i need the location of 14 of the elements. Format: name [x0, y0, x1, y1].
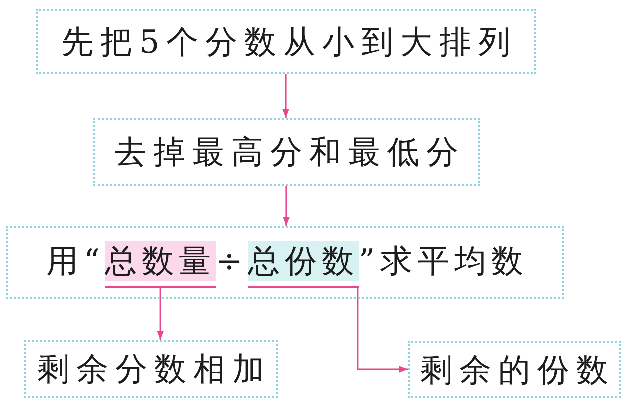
step-box: [6, 226, 564, 299]
step-box: 去掉最高分和最低分: [93, 118, 480, 186]
arrow: [283, 186, 290, 226]
highlighted-term: 总份数: [248, 241, 359, 288]
step-text: 用“: [46, 241, 106, 281]
step-box: 剩余分数相加: [24, 340, 278, 398]
step-box: 先把5个分数从小到大排列: [36, 9, 536, 74]
step-text: ÷: [216, 241, 248, 281]
step-box: 剩余的份数: [408, 341, 621, 398]
arrow: [357, 288, 408, 373]
arrow: [157, 288, 164, 340]
highlighted-term: 总数量: [105, 241, 216, 288]
arrow: [282, 74, 290, 118]
step-text: ”求平均数: [358, 241, 528, 281]
